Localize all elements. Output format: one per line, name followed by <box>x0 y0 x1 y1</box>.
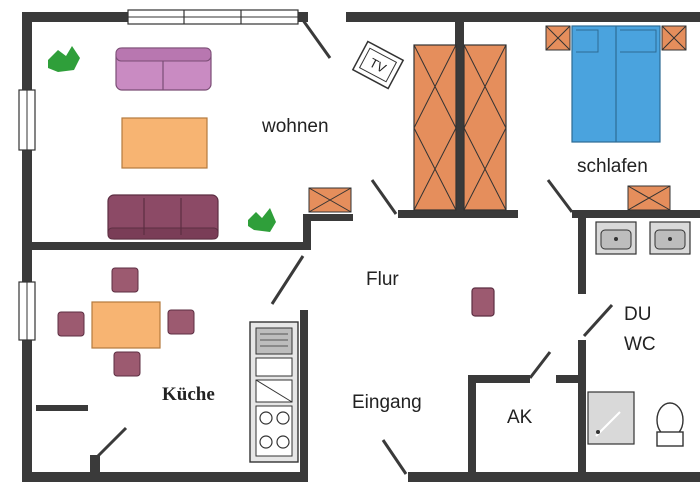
nightstand-right <box>661 25 687 51</box>
kitchen-sink <box>255 327 293 355</box>
chair-left <box>57 311 85 337</box>
outer-wall-top-right <box>346 12 700 22</box>
wall-ak-top <box>468 375 530 383</box>
wall-under-wardrobe <box>398 210 518 218</box>
couch <box>107 194 219 240</box>
bed <box>571 25 661 143</box>
window-top <box>127 9 299 25</box>
wall-schlafen-bottom <box>572 210 700 218</box>
dining-table <box>91 301 161 349</box>
shower <box>587 391 635 445</box>
wall-wohnen-flur <box>303 214 311 250</box>
room-label-du: DU <box>624 304 651 325</box>
walls <box>22 12 700 482</box>
room-label-ak: AK <box>507 407 533 428</box>
plant-icon <box>48 46 80 72</box>
room-label-wc: WC <box>624 334 656 355</box>
wall-bath-left-lower <box>578 340 586 482</box>
kitchen-counter <box>249 321 299 463</box>
bedroom-box <box>627 185 671 211</box>
doors <box>96 15 614 475</box>
stove <box>255 405 293 457</box>
radiator-box <box>308 187 352 213</box>
wardrobe-left <box>413 44 457 211</box>
sink-right <box>649 221 691 255</box>
window-left-upper <box>18 89 36 151</box>
door-kueche-inner <box>96 426 128 458</box>
outer-wall-left <box>22 12 32 482</box>
wardrobe-right <box>463 44 507 211</box>
door-bath <box>582 303 614 338</box>
sink-left <box>595 221 637 255</box>
toilet <box>656 402 684 447</box>
wall-ak-left <box>468 375 476 482</box>
door-eingang <box>381 439 408 475</box>
outer-wall-bottom-right <box>408 472 700 482</box>
wall-wohnen-flur-stub <box>303 214 353 221</box>
tv-label: TV <box>367 55 389 76</box>
room-label-kueche: Küche <box>162 384 215 405</box>
chair-bottom <box>113 351 141 377</box>
outer-wall-bottom-left <box>22 472 302 482</box>
wall-kueche-right <box>300 310 308 482</box>
plant-icon <box>248 208 276 232</box>
room-label-eingang: Eingang <box>352 392 422 413</box>
windows <box>18 9 299 341</box>
chair-right <box>167 309 195 335</box>
sofa <box>115 47 212 91</box>
wall-kueche-stub-bottom <box>90 455 100 473</box>
wall-wohnen-kueche <box>32 242 307 250</box>
room-label-schlafen: schlafen <box>577 156 648 177</box>
chair-top <box>111 267 139 293</box>
wall-bath-left-upper <box>578 218 586 294</box>
door-wohnen-top <box>298 15 332 59</box>
wall-ak-top-right <box>556 375 586 383</box>
fridge <box>255 357 293 377</box>
tv-icon: TV <box>351 40 405 90</box>
nightstand-left <box>545 25 571 51</box>
room-label-wohnen: wohnen <box>261 116 329 137</box>
wall-kueche-stub <box>36 405 88 411</box>
door-ak <box>528 351 552 379</box>
door-schlafen <box>546 179 574 213</box>
coffee-table <box>121 117 208 169</box>
window-left-lower <box>18 281 36 341</box>
wall-wardrobe-divider <box>455 22 464 212</box>
room-label-flur: Flur <box>366 269 399 290</box>
door-kueche <box>270 255 305 305</box>
flur-stool <box>471 287 495 317</box>
door-wohnen-flur <box>370 179 398 215</box>
